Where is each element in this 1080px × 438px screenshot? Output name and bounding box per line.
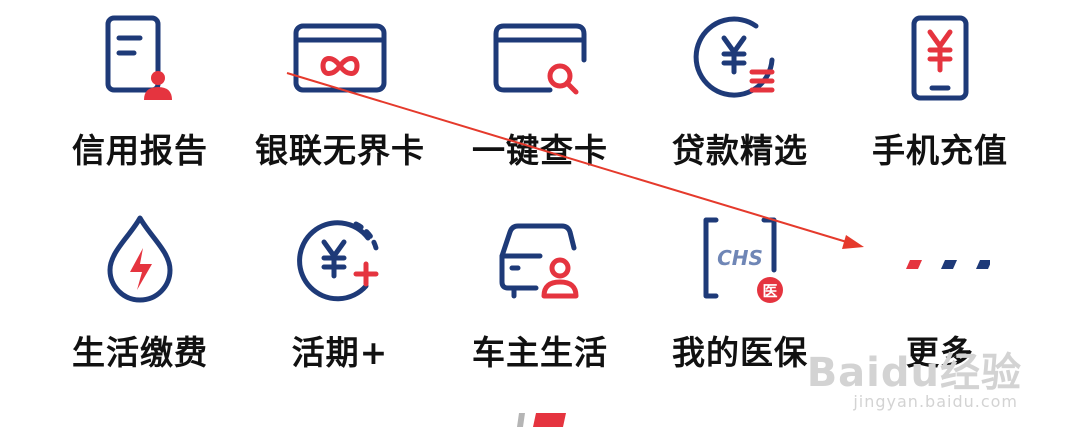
- medical-insurance-icon: CHS 医: [690, 208, 790, 308]
- grid-item-car-owner[interactable]: 车主生活: [440, 208, 640, 378]
- grid-item-more[interactable]: 更多: [840, 208, 1040, 378]
- chs-logo-text: CHS: [717, 246, 763, 270]
- current-deposit-icon: [290, 208, 390, 308]
- page-indicator: [517, 412, 567, 427]
- phone-recharge-icon: [890, 8, 990, 108]
- grid-item-unionpay-card[interactable]: 银联无界卡: [240, 8, 440, 178]
- unionpay-card-icon: [290, 8, 390, 108]
- grid-item-label: 活期+: [291, 333, 389, 372]
- grid-item-label: 生活缴费: [72, 333, 208, 372]
- credit-report-icon: [90, 8, 190, 108]
- watermark-url: jingyan.baidu.com: [853, 392, 1018, 411]
- card-search-icon: [490, 8, 590, 108]
- grid-item-label: 更多: [906, 333, 974, 372]
- grid-item-phone-recharge[interactable]: 手机充值: [840, 8, 1040, 178]
- more-icon: [890, 208, 990, 308]
- grid-item-label: 贷款精选: [672, 131, 808, 170]
- grid-item-card-search[interactable]: 一键查卡: [440, 8, 640, 178]
- grid-item-label: 银联无界卡: [255, 131, 425, 170]
- loan-icon: [690, 8, 790, 108]
- utility-payment-icon: [90, 208, 190, 308]
- grid-item-label: 手机充值: [872, 131, 1008, 170]
- grid-item-utility-payment[interactable]: 生活缴费: [40, 208, 240, 378]
- grid-item-label: 一键查卡: [472, 131, 608, 170]
- grid-item-label: 我的医保: [672, 333, 808, 372]
- watermark-logo-text: Baidu经验: [806, 350, 1022, 396]
- medical-badge-text: 医: [762, 282, 777, 300]
- grid-item-current-deposit[interactable]: 活期+: [240, 208, 440, 378]
- grid-item-label: 信用报告: [72, 131, 208, 170]
- watermark: Baidu经验 jingyan.baidu.com: [807, 340, 1022, 420]
- car-owner-icon: [490, 208, 590, 308]
- grid-item-loan[interactable]: 贷款精选: [640, 8, 840, 178]
- page-dot-inactive: [517, 413, 525, 427]
- grid-item-label: 车主生活: [472, 333, 608, 372]
- page-dot-active: [533, 413, 566, 427]
- grid-item-credit-report[interactable]: 信用报告: [40, 8, 240, 178]
